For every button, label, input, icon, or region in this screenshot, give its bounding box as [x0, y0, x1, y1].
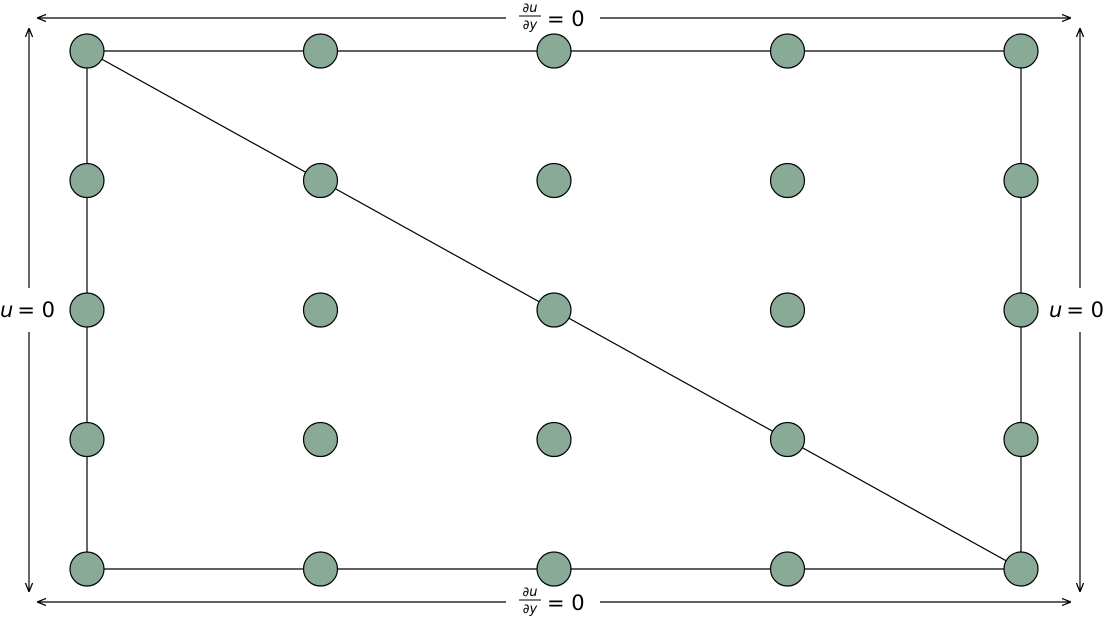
grid-node-r1-c2 — [536, 162, 572, 199]
bottom-label-rhs: = 0 — [547, 591, 585, 615]
right-label-text: u= 0 — [1049, 298, 1104, 322]
top-label-numerator: ∂u — [523, 1, 538, 16]
grid-node-r4-c4 — [1003, 551, 1039, 587]
right-boundary-label: u= 0 — [1049, 298, 1104, 322]
grid-node-r2-c3 — [769, 292, 806, 328]
bottom-boundary-label: ∂u ∂y = 0 — [519, 585, 585, 617]
left-label-var: u — [0, 298, 13, 322]
grid-node-r3-c4 — [1003, 421, 1039, 458]
grid-node-r1-c0 — [69, 162, 105, 199]
bottom-label-numerator: ∂u — [523, 585, 538, 600]
grid-node-r3-c1 — [302, 421, 339, 458]
grid-node-r3-c0 — [69, 421, 105, 458]
bottom-label-denominator: ∂y — [523, 602, 538, 617]
grid-node-r4-c1 — [302, 551, 339, 587]
grid-node-r3-c2 — [536, 421, 572, 458]
grid-node-r0-c1 — [302, 33, 339, 69]
grid-node-r2-c2 — [536, 292, 572, 328]
grid-node-r2-c1 — [302, 292, 339, 328]
grid-node-r4-c0 — [69, 551, 105, 587]
grid-node-r4-c3 — [769, 551, 806, 587]
grid-node-r1-c1 — [302, 162, 339, 199]
top-label-denominator: ∂y — [523, 18, 538, 33]
top-boundary-label: ∂u ∂y = 0 — [519, 1, 585, 33]
grid-node-r2-c4 — [1003, 292, 1039, 328]
grid-node-r0-c4 — [1003, 33, 1039, 69]
right-label-rhs: = 0 — [1066, 298, 1104, 322]
left-boundary-label: u= 0 — [0, 298, 55, 322]
grid-node-r4-c2 — [536, 551, 572, 587]
grid-node-r0-c2 — [536, 33, 572, 69]
right-label-var: u — [1049, 298, 1062, 322]
grid-node-r1-c4 — [1003, 162, 1039, 199]
left-label-text: u= 0 — [0, 298, 55, 322]
left-label-rhs: = 0 — [17, 298, 55, 322]
grid-node-r2-c0 — [69, 292, 105, 328]
grid-nodes — [69, 33, 1039, 587]
grid-node-r1-c3 — [769, 162, 806, 199]
top-label-rhs: = 0 — [547, 7, 585, 31]
grid-node-r0-c0 — [69, 33, 105, 69]
grid-node-r0-c3 — [769, 33, 806, 69]
grid-node-r3-c3 — [769, 421, 806, 458]
